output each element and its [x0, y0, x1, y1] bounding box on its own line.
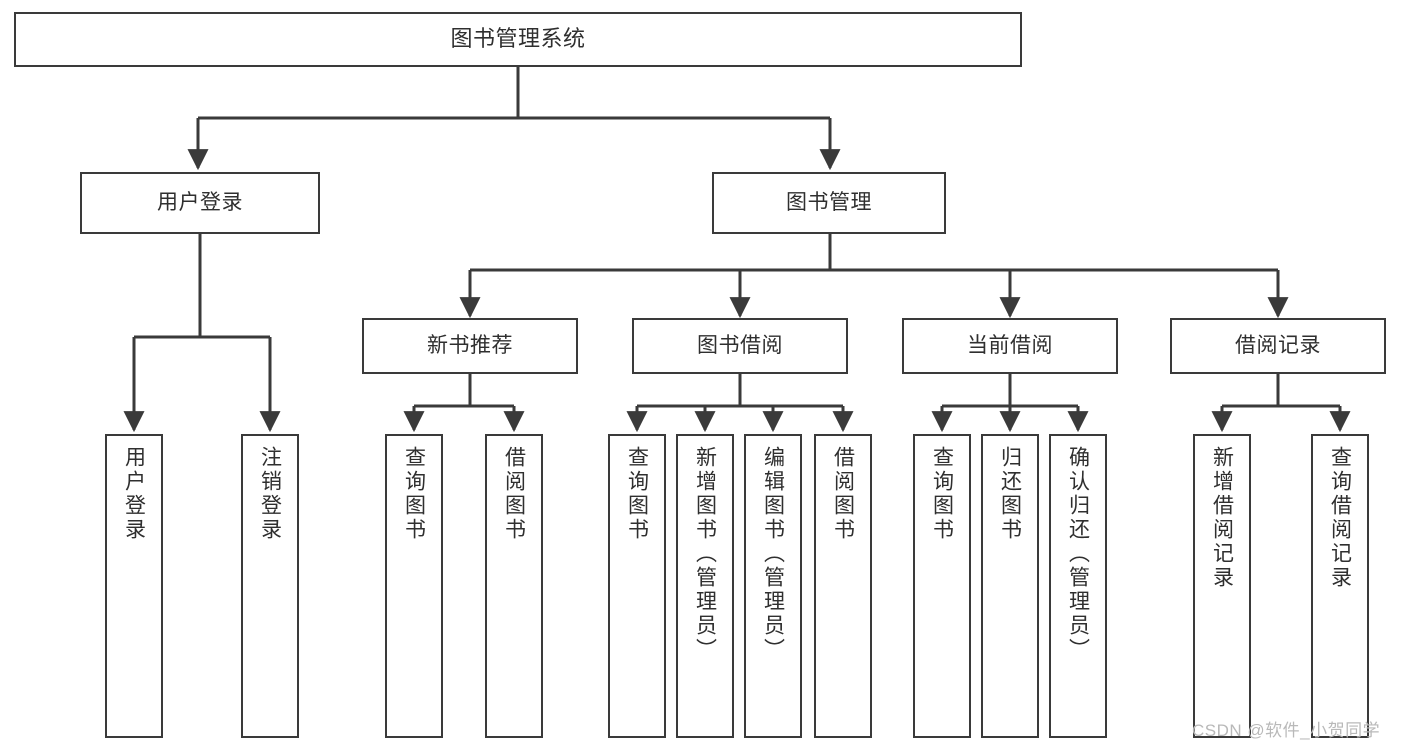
node-leaf-borrow-book-1-label: 借阅图书 — [502, 446, 526, 542]
node-book-borrow[interactable]: 图书借阅 — [632, 318, 848, 374]
node-leaf-user-login[interactable]: 用户登录 — [105, 434, 163, 738]
node-leaf-return-book-label: 归还图书 — [998, 446, 1022, 542]
node-leaf-add-record[interactable]: 新增借阅记录 — [1193, 434, 1251, 738]
node-leaf-confirm-return[interactable]: 确认归还（管理员） — [1049, 434, 1107, 738]
node-leaf-borrow-book-1[interactable]: 借阅图书 — [485, 434, 543, 738]
node-book-manage[interactable]: 图书管理 — [712, 172, 946, 234]
node-new-book-rec-label: 新书推荐 — [427, 334, 513, 358]
node-user-login-label: 用户登录 — [157, 191, 243, 215]
node-current-borrow[interactable]: 当前借阅 — [902, 318, 1118, 374]
node-leaf-query-book-1[interactable]: 查询图书 — [385, 434, 443, 738]
node-leaf-edit-book[interactable]: 编辑图书（管理员） — [744, 434, 802, 738]
node-leaf-user-login-label: 用户登录 — [122, 446, 146, 542]
node-borrow-record-label: 借阅记录 — [1235, 334, 1321, 358]
node-leaf-borrow-book-2[interactable]: 借阅图书 — [814, 434, 872, 738]
node-leaf-edit-book-label: 编辑图书（管理员） — [761, 446, 785, 662]
node-root-label: 图书管理系统 — [450, 26, 586, 52]
node-leaf-query-book-1-label: 查询图书 — [402, 446, 426, 542]
node-user-login[interactable]: 用户登录 — [80, 172, 320, 234]
node-leaf-confirm-return-label: 确认归还（管理员） — [1066, 446, 1090, 662]
node-leaf-return-book[interactable]: 归还图书 — [981, 434, 1039, 738]
node-leaf-query-record[interactable]: 查询借阅记录 — [1311, 434, 1369, 738]
node-leaf-add-book[interactable]: 新增图书（管理员） — [676, 434, 734, 738]
node-book-borrow-label: 图书借阅 — [697, 334, 783, 358]
csdn-watermark: CSDN @软件_小贺同学 — [1192, 721, 1381, 740]
node-leaf-logout-label: 注销登录 — [258, 446, 282, 542]
node-book-manage-label: 图书管理 — [786, 191, 872, 215]
node-borrow-record[interactable]: 借阅记录 — [1170, 318, 1386, 374]
node-current-borrow-label: 当前借阅 — [967, 334, 1053, 358]
node-root[interactable]: 图书管理系统 — [14, 12, 1022, 67]
node-leaf-query-book-3-label: 查询图书 — [930, 446, 954, 542]
node-leaf-query-book-3[interactable]: 查询图书 — [913, 434, 971, 738]
node-leaf-logout[interactable]: 注销登录 — [241, 434, 299, 738]
node-leaf-borrow-book-2-label: 借阅图书 — [831, 446, 855, 542]
node-leaf-query-book-2[interactable]: 查询图书 — [608, 434, 666, 738]
node-new-book-rec[interactable]: 新书推荐 — [362, 318, 578, 374]
node-leaf-query-book-2-label: 查询图书 — [625, 446, 649, 542]
node-leaf-add-record-label: 新增借阅记录 — [1210, 446, 1234, 590]
node-leaf-add-book-label: 新增图书（管理员） — [693, 446, 717, 662]
node-leaf-query-record-label: 查询借阅记录 — [1328, 446, 1352, 590]
